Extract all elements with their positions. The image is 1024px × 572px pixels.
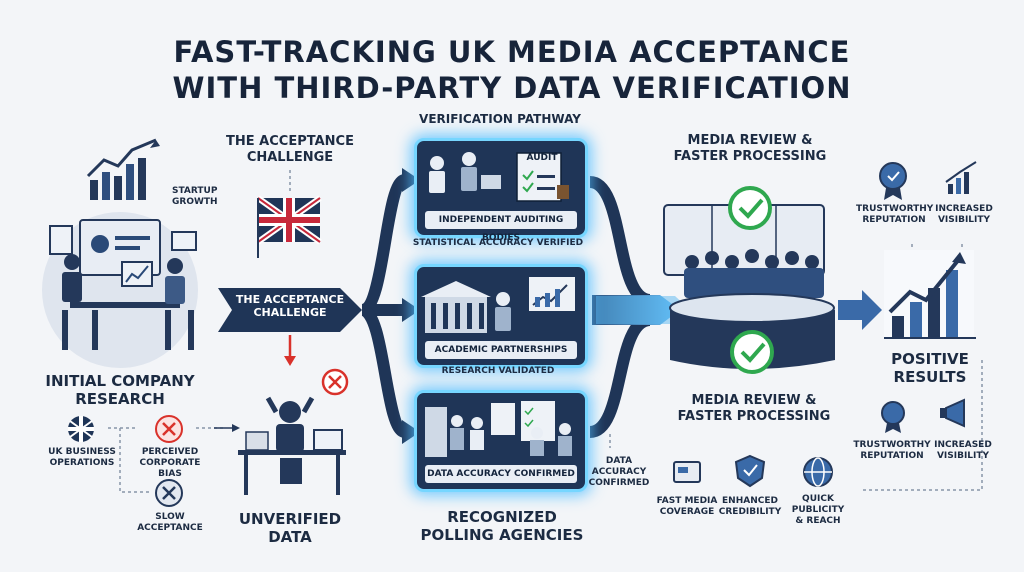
fast-media-icon — [673, 461, 701, 483]
media-review-bottom-heading: MEDIA REVIEW & FASTER PROCESSING — [677, 393, 831, 424]
trustworthy-top-label: TRUSTWORTHY REPUTATION — [856, 204, 934, 225]
polling-card: DATA ACCURACY CONFIRMED — [414, 390, 588, 492]
uk-business-icon — [68, 416, 94, 442]
challenge-heading: THE ACCEPTANCE CHALLENGE — [226, 134, 354, 165]
reputation-badge-top-icon — [879, 162, 907, 200]
diagram-title: FAST-TRACKING UK MEDIA ACCEPTANCE WITH T… — [0, 34, 1024, 106]
reputation-badge-bottom-icon — [881, 401, 905, 433]
slow-acceptance-x-icon — [155, 479, 183, 507]
uk-business-label: UK BUSINESS OPERATIONS — [48, 447, 116, 468]
visibility-chart-top-icon — [945, 161, 977, 194]
unverified-data-label: UNVERIFIED DATA — [238, 510, 342, 546]
research-validated-label: RESEARCH VALIDATED — [441, 366, 555, 376]
startup-growth-label: STARTUP GROWTH — [172, 186, 218, 207]
title-line-2: WITH THIRD-PARTY DATA VERIFICATION — [172, 71, 852, 105]
bias-x-icon — [155, 415, 183, 443]
positive-results-chart-icon — [884, 250, 976, 339]
globe-icon — [803, 457, 833, 487]
challenge-arrow — [218, 288, 362, 332]
media-review-top-heading: MEDIA REVIEW & FASTER PROCESSING — [673, 133, 827, 164]
fast-media-label: FAST MEDIA COVERAGE — [656, 496, 718, 517]
title-line-1: FAST-TRACKING UK MEDIA ACCEPTANCE — [173, 35, 851, 69]
credibility-shield-icon — [734, 454, 766, 488]
visibility-bottom-label: INCREASED VISIBILITY — [934, 440, 992, 461]
alert-x-icon — [321, 368, 349, 396]
slow-acceptance-label: SLOW ACCEPTANCE — [137, 512, 203, 533]
polling-illustration — [425, 401, 572, 457]
branch-arrows — [359, 174, 408, 438]
office-scene — [42, 212, 198, 368]
visibility-top-label: INCREASED VISIBILITY — [935, 204, 993, 225]
challenge-arrow-label: THE ACCEPTANCE CHALLENGE — [235, 293, 345, 319]
academic-illustration — [421, 277, 575, 333]
megaphone-icon — [940, 398, 965, 428]
audit-tag: AUDIT — [526, 153, 558, 163]
uk-flag-icon — [256, 195, 322, 258]
startup-growth-chart-icon — [86, 138, 160, 200]
quick-publicity-label: QUICK PUBLICITY & REACH — [791, 494, 845, 526]
auditing-card: AUDIT INDEPENDENT AUDITING BODIES — [414, 138, 588, 243]
data-accuracy-side-label: DATA ACCURACY CONFIRMED — [588, 456, 650, 488]
recognized-polling-label: RECOGNIZED POLLING AGENCIES — [420, 508, 584, 544]
polling-caption: DATA ACCURACY CONFIRMED — [425, 465, 577, 483]
pathway-heading: VERIFICATION PATHWAY — [419, 112, 581, 126]
auditing-illustration — [429, 152, 569, 202]
trustworthy-bottom-label: TRUSTWORTHY REPUTATION — [853, 440, 931, 461]
statistical-accuracy-label: STATISTICAL ACCURACY VERIFIED — [412, 238, 584, 248]
academic-card: ACADEMIC PARTNERSHIPS — [414, 264, 588, 368]
academic-caption: ACADEMIC PARTNERSHIPS — [425, 341, 577, 359]
auditing-caption: INDEPENDENT AUDITING BODIES — [425, 211, 577, 243]
enhanced-credibility-label: ENHANCED CREDIBILITY — [718, 496, 782, 517]
stressed-worker-scene — [238, 396, 346, 495]
initial-research-label: INITIAL COMPANY RESEARCH — [45, 372, 195, 408]
check-bottom-icon — [730, 330, 774, 374]
perceived-bias-label: PERCEIVED CORPORATE BIAS — [139, 447, 201, 479]
check-top-icon — [728, 186, 772, 230]
positive-results-label: POSITIVE RESULTS — [891, 350, 969, 386]
